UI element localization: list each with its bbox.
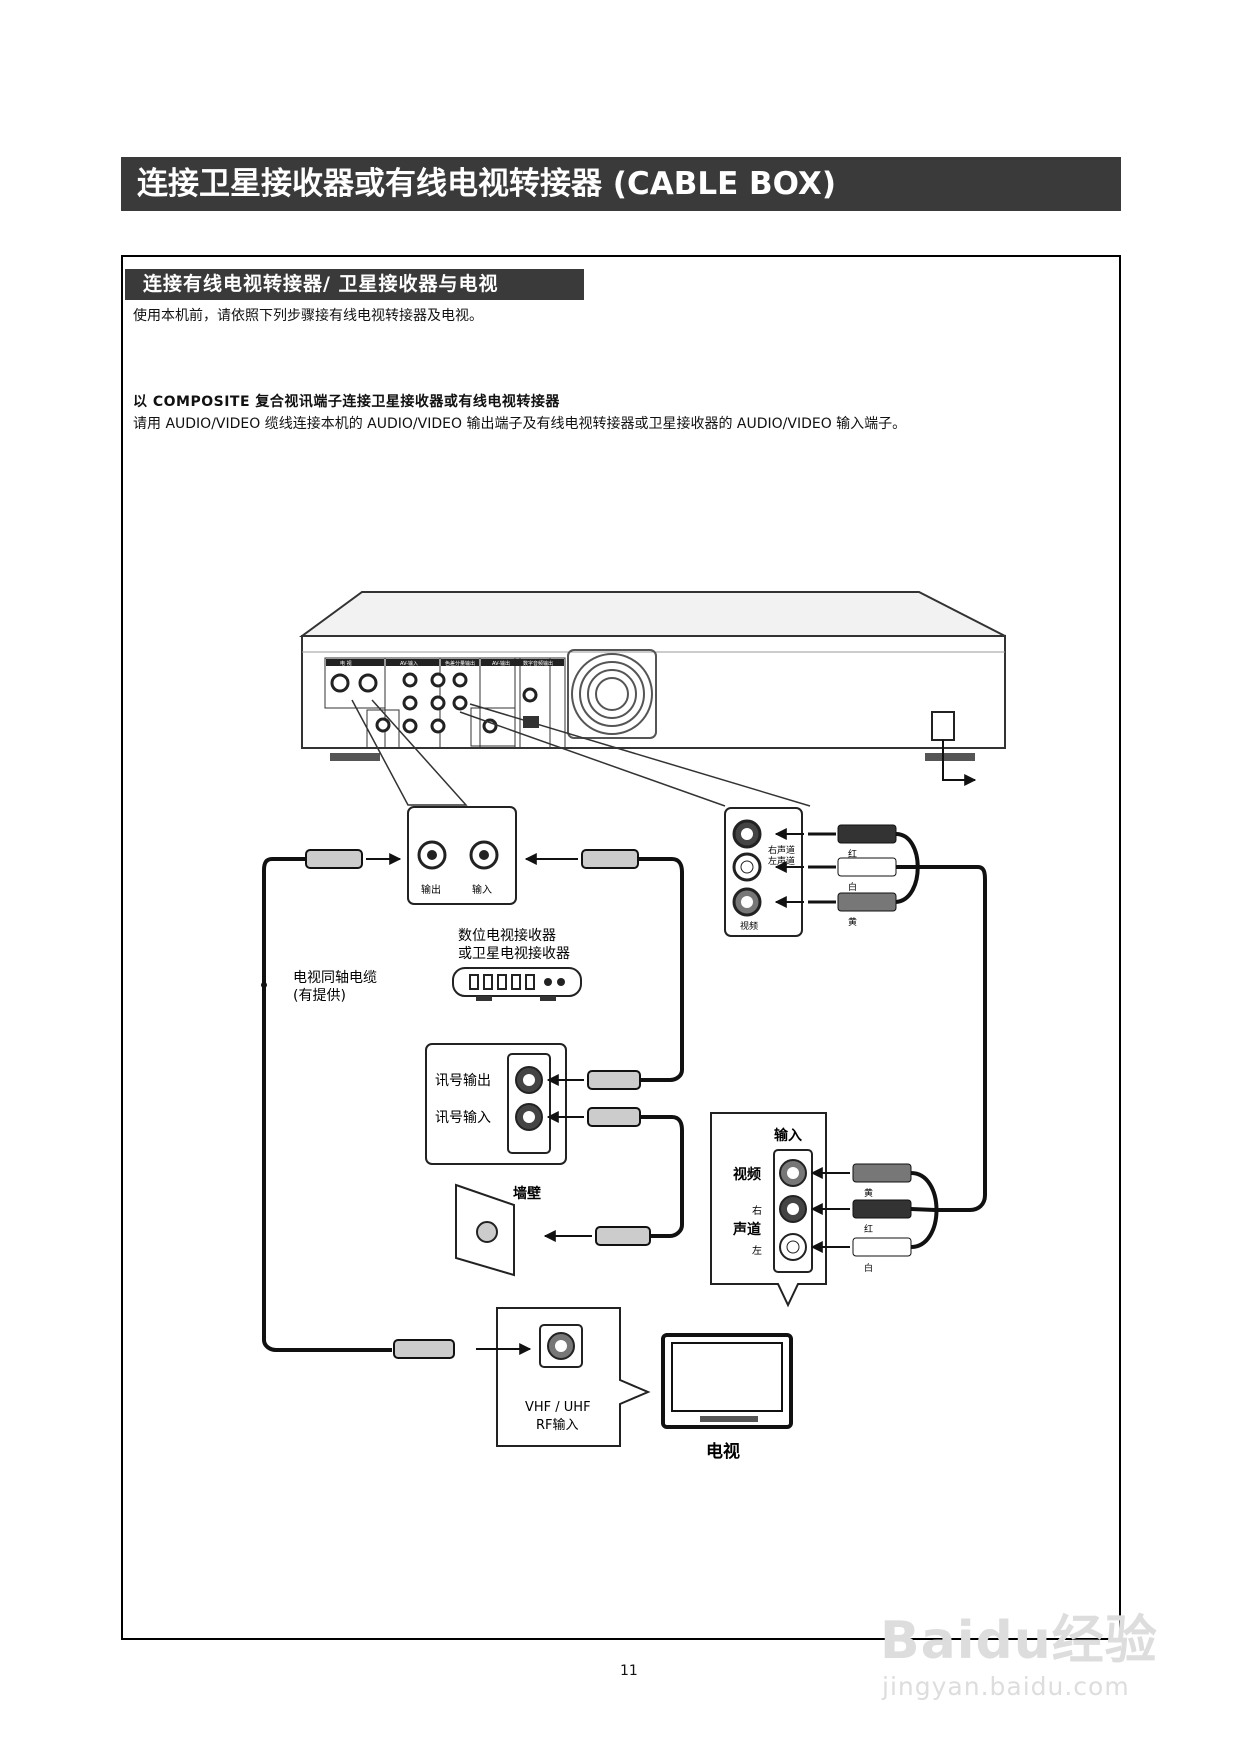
back-panel-header: 色差分量输出 [445, 660, 475, 667]
tv-video-label: 视频 [733, 1166, 761, 1183]
receiver-title-1: 数位电视接收器 [458, 927, 556, 944]
tv-input-title: 输入 [774, 1127, 802, 1144]
composite-heading: 以 COMPOSITE 复合视讯端子连接卫星接收器或有线电视转接器 [133, 394, 560, 410]
signal-in-label: 讯号输入 [435, 1110, 491, 1126]
set-top-receiver: 数位电视接收器 或卫星电视接收器 讯号输出 讯号输入 [425, 927, 684, 1238]
rf-input-1: VHF / UHF [525, 1400, 591, 1415]
back-panel-header: 电 视 [340, 660, 352, 667]
page-number: 11 [620, 1663, 638, 1679]
watermark-brand: Baidu经验 [880, 1611, 1158, 1671]
av-cable-top: 红 白 黄 [774, 824, 987, 1212]
page-title: 连接卫星接收器或有线电视转接器 (CABLE BOX) [121, 157, 1121, 211]
tv-right-label: 右 [752, 1204, 762, 1217]
coax-label-1: 电视同轴电缆 [293, 970, 377, 986]
coax-label-2: (有提供) [293, 988, 346, 1004]
coax-cable: 电视同轴电缆 (有提供) [261, 849, 684, 1352]
signal-out-label: 讯号输出 [435, 1073, 491, 1089]
tv-left-label: 左 [752, 1244, 762, 1257]
content-frame: 连接有线电视转接器/ 卫星接收器与电视 使用本机前，请依照下列步骤接有线电视转接… [121, 255, 1121, 1640]
av-jack-left: 左声道 [768, 855, 795, 867]
plug-bottom-red: 红 [864, 1223, 873, 1235]
av-output-callout: 右声道 左声道 视频 [724, 807, 803, 937]
receiver-title-2: 或卫星电视接收器 [458, 945, 570, 962]
av-cable-bottom: 黄 红 白 [810, 1163, 939, 1274]
tv-input-callout: 输入 视频 右 声道 左 [710, 1112, 827, 1308]
rf-input-2: RF输入 [536, 1417, 579, 1433]
back-panel-header: AV-输出 [492, 660, 510, 667]
watermark-url: jingyan.baidu.com [882, 1672, 1130, 1701]
composite-body: 请用 AUDIO/VIDEO 缆线连接本机的 AUDIO/VIDEO 输出端子及… [133, 416, 907, 432]
rf-out-label: 输出 [421, 883, 441, 896]
tv-label: 电视 [706, 1441, 740, 1462]
plug-top-red: 红 [848, 848, 857, 860]
dvd-player [298, 591, 1006, 786]
section-title: 连接有线电视转接器/ 卫星接收器与电视 [125, 269, 584, 300]
rf-jacks-callout: 输出 输入 [407, 806, 517, 905]
av-jack-right: 右声道 [768, 844, 795, 856]
back-panel-header: 数字音频输出 [523, 660, 553, 667]
plug-top-white: 白 [848, 881, 857, 893]
av-jack-video: 视频 [740, 920, 758, 932]
wall-outlet: 墙壁 [455, 1183, 651, 1277]
plug-top-yellow: 黄 [848, 916, 857, 928]
television: 电视 [661, 1333, 793, 1462]
rf-input-callout: VHF / UHF RF输入 [393, 1307, 651, 1447]
plug-bottom-yellow: 黄 [864, 1187, 873, 1199]
wall-label: 墙壁 [513, 1185, 541, 1202]
tv-audio-label: 声道 [732, 1221, 761, 1238]
back-panel-header: AV-输入 [400, 660, 418, 667]
intro-text: 使用本机前，请依照下列步骤接有线电视转接器及电视。 [133, 308, 483, 324]
plug-bottom-white: 白 [864, 1262, 873, 1274]
rf-in-label: 输入 [472, 883, 492, 896]
